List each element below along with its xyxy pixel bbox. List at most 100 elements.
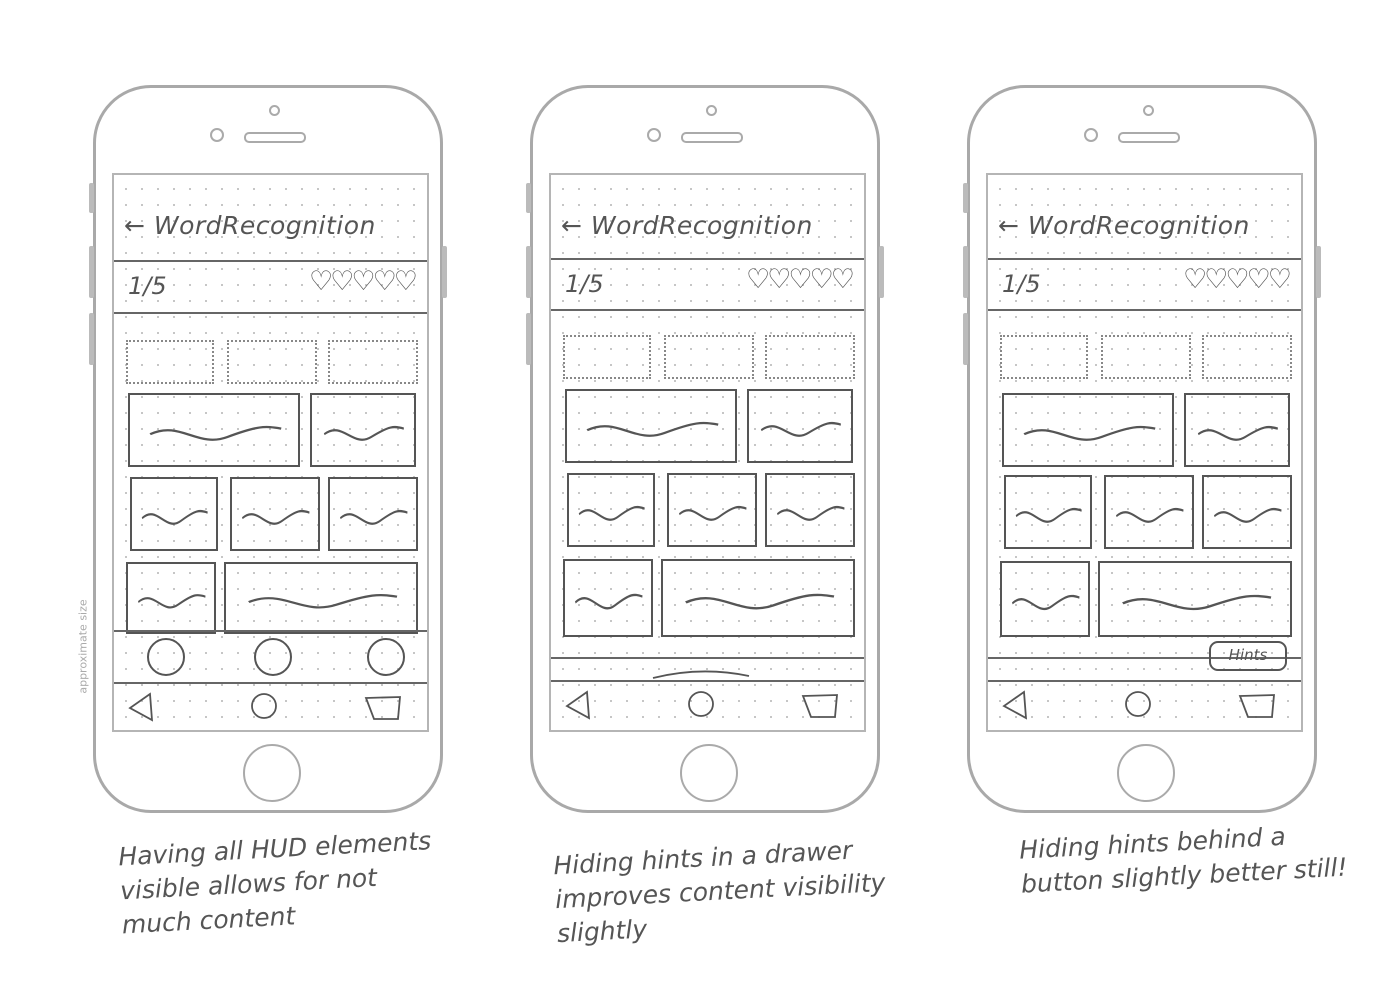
header-divider (114, 260, 427, 262)
side-button (963, 313, 968, 365)
answer-slot[interactable] (126, 340, 214, 384)
side-button (963, 183, 968, 213)
side-button (89, 183, 94, 213)
caption-hints-in-drawer: Hiding hints in a drawer improves conten… (552, 835, 887, 949)
front-camera (210, 128, 224, 142)
word-squiggle-icon (776, 505, 845, 521)
word-card[interactable] (1184, 393, 1290, 467)
word-squiggle-icon (1015, 507, 1082, 523)
word-card[interactable] (126, 562, 216, 634)
hint-button[interactable] (367, 638, 405, 676)
word-card[interactable] (328, 477, 418, 551)
side-button (526, 183, 531, 213)
home-button[interactable] (1117, 744, 1175, 802)
back-icon[interactable] (565, 690, 591, 720)
word-card[interactable] (224, 562, 418, 634)
word-squiggle-icon (1011, 594, 1080, 610)
recents-icon[interactable] (1238, 694, 1275, 718)
word-card[interactable] (747, 389, 853, 463)
word-card[interactable] (563, 559, 653, 637)
hud-divider (114, 312, 427, 314)
back-icon[interactable] (128, 692, 154, 722)
answer-slot[interactable] (1202, 335, 1292, 379)
word-squiggle-icon (1023, 425, 1156, 441)
word-squiggle-icon (141, 509, 208, 525)
answer-slot[interactable] (1101, 335, 1191, 379)
word-squiggle-icon (1197, 425, 1278, 441)
app-title-back[interactable]: ← WordRecognition (998, 211, 1250, 240)
word-card[interactable] (310, 393, 416, 467)
word-card[interactable] (1000, 561, 1090, 637)
front-sensor (269, 105, 280, 116)
lives-hearts: ♡♡♡♡♡ (308, 266, 418, 297)
nav-divider (988, 680, 1301, 682)
home-button[interactable] (243, 744, 301, 802)
answer-slot[interactable] (227, 340, 317, 384)
word-card[interactable] (765, 473, 855, 547)
word-card[interactable] (128, 393, 300, 467)
power-button (1316, 246, 1321, 298)
word-squiggle-icon (574, 593, 643, 610)
answer-slot[interactable] (563, 335, 651, 379)
side-button (963, 246, 968, 298)
word-card[interactable] (567, 473, 655, 547)
answer-slot[interactable] (664, 335, 754, 379)
hud-divider (988, 309, 1301, 311)
progress-count: 1/5 (1002, 270, 1041, 298)
word-squiggle-icon (149, 425, 282, 441)
recents-icon[interactable] (364, 696, 401, 720)
home-nav-icon[interactable] (688, 691, 714, 717)
caption-all-hud-visible: Having all HUD elements visible allows f… (117, 826, 432, 940)
lives-hearts: ♡♡♡♡♡ (745, 264, 855, 295)
side-button (526, 313, 531, 365)
word-card[interactable] (130, 477, 218, 551)
word-card[interactable] (230, 477, 320, 551)
word-squiggle-icon (248, 594, 398, 609)
app-title-back[interactable]: ← WordRecognition (561, 211, 813, 240)
word-card[interactable] (661, 559, 855, 637)
home-nav-icon[interactable] (251, 693, 277, 719)
power-button (879, 246, 884, 298)
android-nav-bar (114, 692, 427, 722)
word-squiggle-icon (323, 425, 404, 441)
nav-divider (114, 682, 427, 684)
earpiece-speaker (681, 132, 743, 143)
hints-button[interactable]: Hints (1209, 641, 1287, 671)
recents-icon[interactable] (801, 694, 838, 718)
word-squiggle-icon (241, 509, 310, 525)
word-card[interactable] (1004, 475, 1092, 549)
front-sensor (1143, 105, 1154, 116)
front-sensor (706, 105, 717, 116)
answer-slot[interactable] (1000, 335, 1088, 379)
caption-hints-behind-button: Hiding hints behind a button slightly be… (1018, 821, 1349, 899)
word-card[interactable] (1002, 393, 1174, 467)
drawer-handle[interactable] (651, 665, 751, 679)
app-title-back[interactable]: ← WordRecognition (124, 211, 376, 240)
hint-button[interactable] (254, 638, 292, 676)
word-squiggle-icon (678, 505, 747, 521)
lives-hearts: ♡♡♡♡♡ (1182, 264, 1292, 295)
word-card[interactable] (1098, 561, 1292, 637)
side-button (89, 246, 94, 298)
word-squiggle-icon (760, 421, 841, 437)
home-button[interactable] (680, 744, 738, 802)
word-squiggle-icon (1213, 507, 1282, 523)
word-card[interactable] (1202, 475, 1292, 549)
earpiece-speaker (1118, 132, 1180, 143)
answer-slot[interactable] (765, 335, 855, 379)
content-divider (551, 657, 864, 659)
word-squiggle-icon (137, 594, 206, 609)
word-card[interactable] (667, 473, 757, 547)
home-nav-icon[interactable] (1125, 691, 1151, 717)
hint-button[interactable] (147, 638, 185, 676)
approximate-size-label: approximate size (76, 599, 90, 694)
word-card[interactable] (1104, 475, 1194, 549)
android-nav-bar (551, 690, 864, 720)
hud-divider (551, 309, 864, 311)
earpiece-speaker (244, 132, 306, 143)
back-icon[interactable] (1002, 690, 1028, 720)
side-button (89, 313, 94, 365)
answer-slot[interactable] (328, 340, 418, 384)
word-card[interactable] (565, 389, 737, 463)
